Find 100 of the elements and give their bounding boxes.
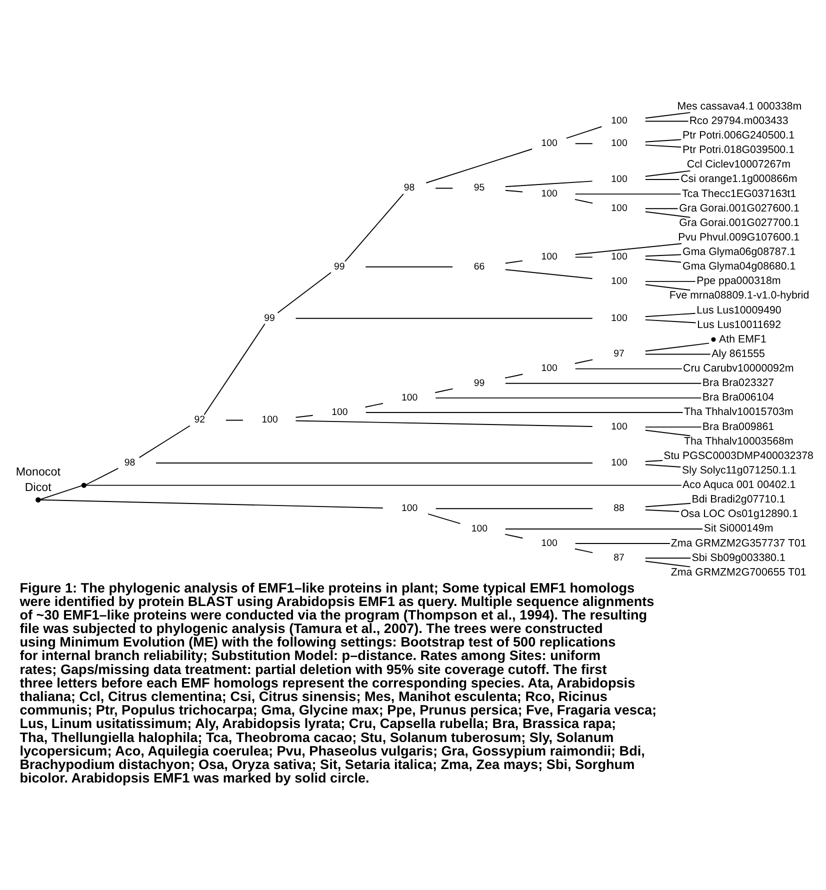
node-text: 98 bbox=[404, 182, 415, 194]
node-text: Cru Carubv10000092m bbox=[683, 362, 794, 374]
node-text: 100 bbox=[471, 522, 488, 534]
node-text: Tha Thhalv10015703m bbox=[684, 406, 794, 418]
connector bbox=[644, 502, 692, 507]
node-text: Sly Solyc11g071250.1.1 bbox=[682, 464, 796, 476]
connector bbox=[295, 420, 593, 427]
node-text: 100 bbox=[611, 456, 628, 468]
connector bbox=[644, 284, 691, 290]
node-text: Gra Gorai.001G027700.1 bbox=[679, 216, 800, 228]
connector bbox=[40, 484, 82, 500]
connector bbox=[644, 560, 691, 567]
connector bbox=[644, 318, 696, 323]
connector bbox=[504, 373, 524, 378]
node-text: Fve mrna08809.1-v1.0-hybrid bbox=[669, 289, 810, 302]
connector bbox=[295, 414, 314, 418]
node-text: Sbi Sb09g003380.1 bbox=[692, 551, 786, 564]
node-text: Gma Glyma04g08680.1 bbox=[682, 260, 796, 272]
connector bbox=[644, 342, 710, 352]
node-text: Ptr Potri.018G039500.1 bbox=[682, 144, 795, 156]
node-point bbox=[81, 482, 86, 488]
connector bbox=[504, 180, 593, 187]
node-text: 100 bbox=[262, 414, 278, 426]
node-text: 99 bbox=[474, 377, 485, 388]
connector bbox=[204, 322, 266, 415]
node-text: Zma GRMZM2G357737 T01 bbox=[670, 536, 806, 549]
node-text: 100 bbox=[611, 115, 628, 126]
connector bbox=[566, 126, 602, 138]
connector bbox=[574, 242, 682, 254]
connector bbox=[644, 312, 696, 317]
connector bbox=[86, 484, 682, 486]
node-text: 100 bbox=[402, 502, 418, 514]
connector bbox=[364, 402, 384, 408]
connector bbox=[574, 256, 593, 258]
node-text: 92 bbox=[194, 414, 206, 426]
connector bbox=[574, 548, 594, 553]
node-text: 100 bbox=[541, 138, 558, 149]
connector bbox=[86, 467, 119, 485]
connector bbox=[574, 368, 682, 369]
connector bbox=[644, 280, 696, 282]
node-text: 99 bbox=[334, 260, 345, 272]
node-point bbox=[36, 496, 41, 502]
node-text: Osa LOC Os01g12890.1 bbox=[680, 508, 798, 520]
connector bbox=[644, 170, 691, 176]
connector bbox=[295, 317, 593, 318]
connector bbox=[644, 429, 691, 436]
node-text: Aco Aquca 001 00402.1 bbox=[682, 478, 796, 491]
connector bbox=[504, 528, 703, 529]
node-text: 100 bbox=[611, 275, 628, 286]
connector bbox=[156, 462, 593, 463]
node-text: Bra Bra009861 bbox=[702, 420, 774, 432]
node-text: 100 bbox=[611, 173, 628, 184]
connector bbox=[435, 396, 702, 398]
connector bbox=[644, 426, 702, 428]
node-text: 100 bbox=[541, 537, 558, 548]
connector bbox=[574, 358, 594, 364]
connector bbox=[644, 208, 678, 209]
connector bbox=[426, 148, 533, 183]
connector bbox=[644, 210, 691, 218]
node-text: 100 bbox=[611, 420, 628, 432]
connector bbox=[344, 192, 404, 262]
connector bbox=[644, 138, 682, 142]
node-text: 100 bbox=[541, 362, 558, 374]
connector bbox=[574, 198, 594, 204]
connector bbox=[435, 187, 454, 188]
node-text: 100 bbox=[611, 251, 628, 262]
connector bbox=[504, 382, 702, 384]
connector bbox=[574, 193, 682, 194]
connector bbox=[644, 464, 682, 467]
node-text: Bra Bra023327 bbox=[702, 376, 774, 389]
node-text: Stu PGSC0003DMP400032378 bbox=[664, 449, 814, 462]
node-text: Mes cassava4.1 000338m bbox=[677, 100, 802, 112]
connector bbox=[504, 260, 524, 264]
node-text: Lus Lus10009490 bbox=[696, 304, 782, 316]
node-text: 100 bbox=[332, 406, 348, 418]
connector bbox=[277, 272, 332, 313]
node-text: Bdi Bradi2g07710.1 bbox=[692, 493, 786, 506]
connector bbox=[644, 120, 689, 122]
connector bbox=[574, 542, 670, 544]
label: Dicot bbox=[24, 480, 52, 494]
node-text: 100 bbox=[611, 202, 628, 214]
node-text: ● Ath EMF1 bbox=[710, 332, 766, 345]
connector bbox=[504, 533, 524, 538]
connector bbox=[644, 557, 692, 558]
node-text: Ppe ppa000318m bbox=[696, 274, 781, 287]
caption: Figure 1: The phylogenic analysis of EMF1–like proteins in plant; Some typical EMF1 homologs were identified by protein BLAST using Arabidopsis EMF1 as query. Multiple sequence alignments of ~30 EMF1–like proteins were conducted via the program (Thompson et al., 1994). The resulting file was subjected to phylogenic analysis (Tamura et al., 2007). The trees were constructed using Minimum Evolution (ME) with the following settings: Bootstrap test of 500 replications for internal branch reliability; Substitution Model: p–distance. Rates among Sites: uniform rates; Gaps/missing data treatment: partial deletion with 95% site coverage cutoff. The first three letters before each EMF homologs represent the corresponding species. Ata, Arabidopsis thaliana; Ccl, Citrus clementina; Csi, Citrus sinensis; Mes, Manihot esculenta; Rco, Ricinus communis; Ptr, Populus trichocarpa; Gma, Glycine max; Ppe, Prunus persica; Fve, Fragaria vesca; Lus, Linum usitatissimum; Aly, Arabidopsis lyrata; Cru, Capsella rubella; Bra, Brassica rapa; Tha, Thellungiella halophila; Tca, Theobroma cacao; Stu, Solanum tuberosum; Sly, Solanum lycopersicum; Aco, Aquilegia coerulea; Pvu, Phaseolus vulgaris; Gra, Gossypium raimondii; Bdi, Brachypodium distachyon; Osa, Oryza sativa; Sit, Setaria italica; Zma, Zea mays; Sbi, Sorghum bicolor. Arabidopsis EMF1 was marked by solid circle. bbox=[20, 580, 657, 786]
node-text: 97 bbox=[614, 348, 624, 360]
node-text: Rco 29794.m003433 bbox=[689, 114, 788, 126]
node-text: 66 bbox=[474, 260, 485, 272]
connector bbox=[644, 144, 682, 148]
node-text: Bra Bra006104 bbox=[702, 391, 774, 404]
node-text: Zma GRMZM2G700655 T01 bbox=[670, 566, 806, 578]
connector bbox=[504, 268, 593, 279]
node-text: 100 bbox=[402, 392, 418, 403]
node-text: Tha Thhalv10003568m bbox=[684, 434, 794, 447]
node-text: Sit Si000149m bbox=[704, 522, 774, 534]
connector bbox=[574, 142, 593, 144]
connector bbox=[644, 460, 663, 462]
connector bbox=[435, 508, 594, 509]
node-text: 100 bbox=[541, 188, 558, 199]
